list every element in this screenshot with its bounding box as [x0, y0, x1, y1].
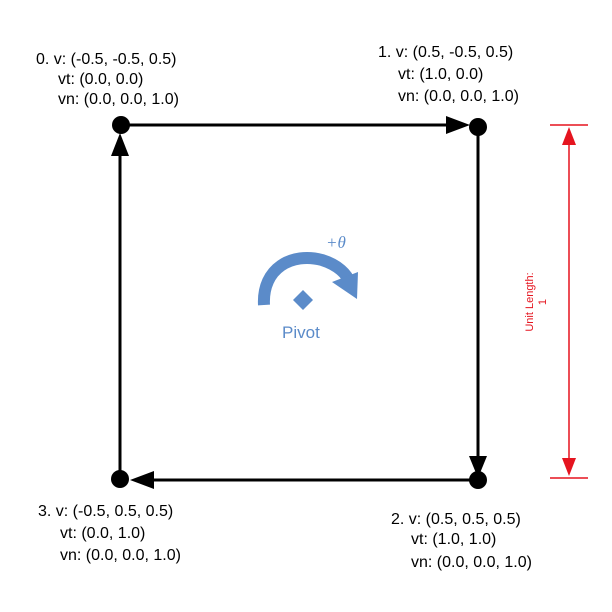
unit-length-label: Unit Length: 1 — [524, 272, 549, 331]
vertex-dot-2 — [469, 471, 487, 489]
edge-0-1-arrowhead — [446, 116, 470, 134]
vertex-dot-3 — [111, 470, 129, 488]
quad-edges — [111, 116, 487, 489]
vertex-1-vt: vt: (1.0, 0.0) — [398, 66, 483, 83]
edge-2-3-arrowhead — [130, 471, 154, 489]
vertex-0-vn: vn: (0.0, 0.0, 1.0) — [58, 91, 179, 108]
vertex-1-v: 1. v: (0.5, -0.5, 0.5) — [378, 44, 513, 61]
vertex-0-v: 0. v: (-0.5, -0.5, 0.5) — [36, 51, 177, 68]
edge-3-0-arrowhead — [111, 133, 129, 156]
vertex-2-vt: vt: (1.0, 1.0) — [411, 531, 496, 548]
diamond-icon — [293, 290, 313, 310]
measure-arrow-down — [562, 458, 576, 476]
vertex-2-vn: vn: (0.0, 0.0, 1.0) — [411, 554, 532, 571]
vertex-3-v: 3. v: (-0.5, 0.5, 0.5) — [38, 503, 173, 520]
vertex-dot-1 — [469, 118, 487, 136]
unit-length-label-line1: Unit Length: — [524, 272, 536, 331]
curved-arrow-icon — [257, 252, 358, 306]
unit-length-measure — [550, 124, 588, 479]
vertex-label-0: 0. v: (-0.5, -0.5, 0.5) vt: (0.0, 0.0) v… — [36, 51, 179, 108]
vertex-2-v: 2. v: (0.5, 0.5, 0.5) — [391, 511, 521, 528]
unit-length-label-line2: 1 — [537, 299, 549, 305]
vertex-3-vt: vt: (0.0, 1.0) — [60, 525, 145, 542]
vertex-label-3: 3. v: (-0.5, 0.5, 0.5) vt: (0.0, 1.0) vn… — [38, 503, 181, 564]
pivot-label: Pivot — [282, 323, 320, 342]
vertex-1-vn: vn: (0.0, 0.0, 1.0) — [398, 88, 519, 105]
edge-1-2-arrowhead — [469, 456, 487, 478]
rotation-label: +θ — [326, 233, 346, 252]
vertex-dots — [111, 116, 487, 489]
vertex-dot-0 — [112, 116, 130, 134]
vertex-label-1: 1. v: (0.5, -0.5, 0.5) vt: (1.0, 0.0) vn… — [378, 44, 519, 105]
vertex-label-2: 2. v: (0.5, 0.5, 0.5) vt: (1.0, 1.0) vn:… — [391, 511, 532, 571]
measure-arrow-up — [562, 127, 576, 145]
pivot-group: +θ Pivot — [257, 233, 358, 342]
vertex-3-vn: vn: (0.0, 0.0, 1.0) — [60, 547, 181, 564]
vertex-0-vt: vt: (0.0, 0.0) — [58, 71, 143, 88]
